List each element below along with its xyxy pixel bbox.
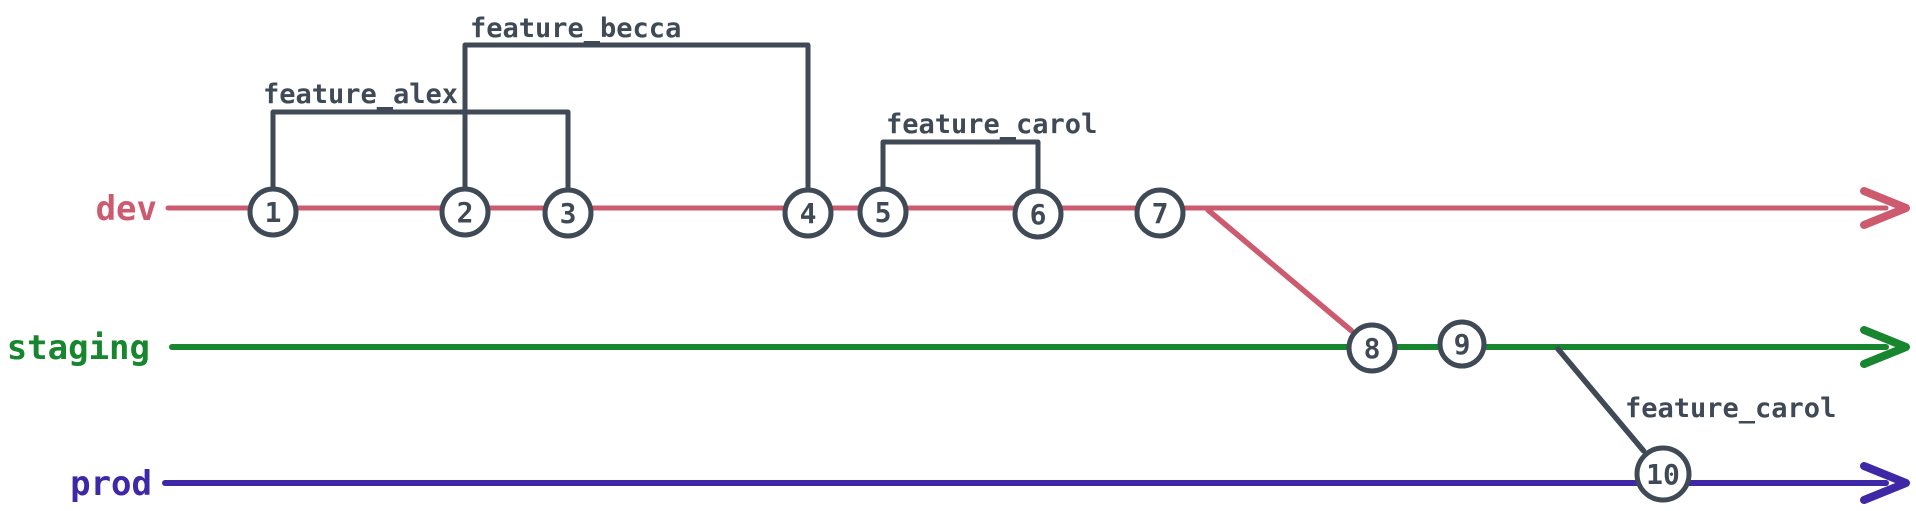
commit-number-4: 4 [800,197,817,230]
commit-number-8: 8 [1364,332,1381,365]
commit-node-8: 8 [1346,322,1398,374]
commit-number-2: 2 [457,196,474,229]
feature-label-feature_carol: feature_carol [886,109,1097,140]
merge-label-feature_carol: feature_carol [1625,393,1836,424]
commit-number-7: 7 [1152,197,1169,230]
commit-number-1: 1 [265,196,282,229]
commit-node-3: 3 [542,187,594,239]
commit-circle-6 [1012,188,1064,240]
branch-arrowhead-dev [1860,187,1910,229]
commit-circle-5 [857,186,909,238]
commit-number-5: 5 [875,196,892,229]
branch-label-staging: staging [7,328,150,368]
commit-circle-1 [247,186,299,238]
commit-circle-3 [542,187,594,239]
feature-label-feature_alex: feature_alex [263,79,458,110]
feature-bracket-feature_becca [462,42,811,197]
commit-node-4: 4 [782,187,834,239]
commit-node-2: 2 [439,186,491,238]
commit-circle-2 [439,186,491,238]
commit-circle-9 [1437,319,1487,369]
feature-bracket-feature_carol [880,139,1041,198]
merge-line-staging-to-10 [1555,346,1647,454]
commit-number-9: 9 [1454,328,1471,361]
feature-label-feature_becca: feature_becca [470,13,681,44]
commit-node-1: 1 [247,186,299,238]
commit-node-10: 10 [1634,445,1692,503]
branch-arrowhead-staging [1860,326,1910,368]
commit-number-3: 3 [560,197,577,230]
commit-node-7: 7 [1134,187,1186,239]
commit-node-5: 5 [857,186,909,238]
branch-label-dev: dev [96,189,157,229]
commit-number-6: 6 [1030,198,1047,231]
commit-circle-8 [1346,322,1398,374]
branch-arrowhead-prod [1860,462,1910,504]
commit-number-10: 10 [1646,458,1680,491]
commit-node-6: 6 [1012,188,1064,240]
feature-bracket-feature_alex [270,109,571,197]
branch-label-prod: prod [70,464,152,504]
commit-node-9: 9 [1437,319,1487,369]
commit-circle-4 [782,187,834,239]
commit-circle-7 [1134,187,1186,239]
merge-line-dev-to-8 [1205,207,1355,334]
commit-circle-10 [1634,445,1692,503]
